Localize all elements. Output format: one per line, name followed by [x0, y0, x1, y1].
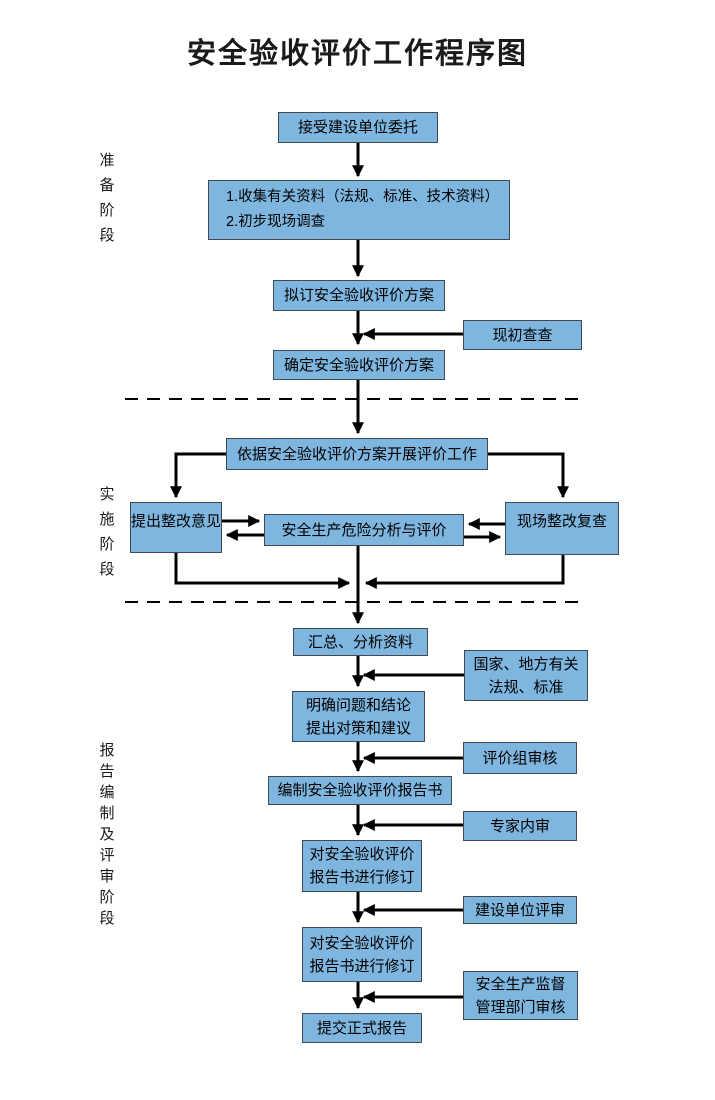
phase-label-preparation: 准备阶段	[99, 152, 115, 244]
node-onsite-recheck: 现场整改复查	[505, 502, 619, 555]
node-submit-formal-report: 提交正式报告	[302, 1013, 422, 1043]
node-clarify-conclusions: 明确问题和结论 提出对策和建议	[292, 691, 425, 742]
node-revise-report-1: 对安全验收评价 报告书进行修订	[302, 840, 422, 892]
node-revise-report-2: 对安全验收评价 报告书进行修订	[302, 927, 422, 982]
node-summarize-analyze: 汇总、分析资料	[293, 628, 428, 656]
node-collect-data: 1.收集有关资料（法规、标准、技术资料） 2.初步现场调查	[208, 180, 510, 240]
page-title: 安全验收评价工作程序图	[186, 38, 528, 70]
phase-label-implementation: 实施阶段	[99, 486, 115, 578]
node-carry-out-evaluation: 依据安全验收评价方案开展评价工作	[226, 438, 488, 470]
node-review-group-audit: 评价组审核	[463, 742, 577, 774]
node-initial-check: 现初查查	[463, 320, 582, 350]
node-hazard-analysis: 安全生产危险分析与评价	[264, 514, 464, 546]
node-laws-standards: 国家、地方有关 法规、标准	[464, 650, 588, 701]
node-compile-report: 编制安全验收评价报告书	[268, 776, 452, 805]
node-construction-unit-review: 建设单位评审	[463, 896, 577, 924]
node-expert-internal-review: 专家内审	[463, 811, 577, 841]
node-confirm-plan: 确定安全验收评价方案	[273, 350, 445, 380]
phase-label-report: 报告编制及评审阶段	[99, 742, 115, 927]
node-propose-rectification: 提出整改意见	[130, 502, 222, 553]
node-draft-plan: 拟订安全验收评价方案	[273, 280, 445, 311]
node-accept-commission: 接受建设单位委托	[278, 112, 438, 143]
node-supervision-dept-audit: 安全生产监督 管理部门审核	[463, 971, 578, 1020]
